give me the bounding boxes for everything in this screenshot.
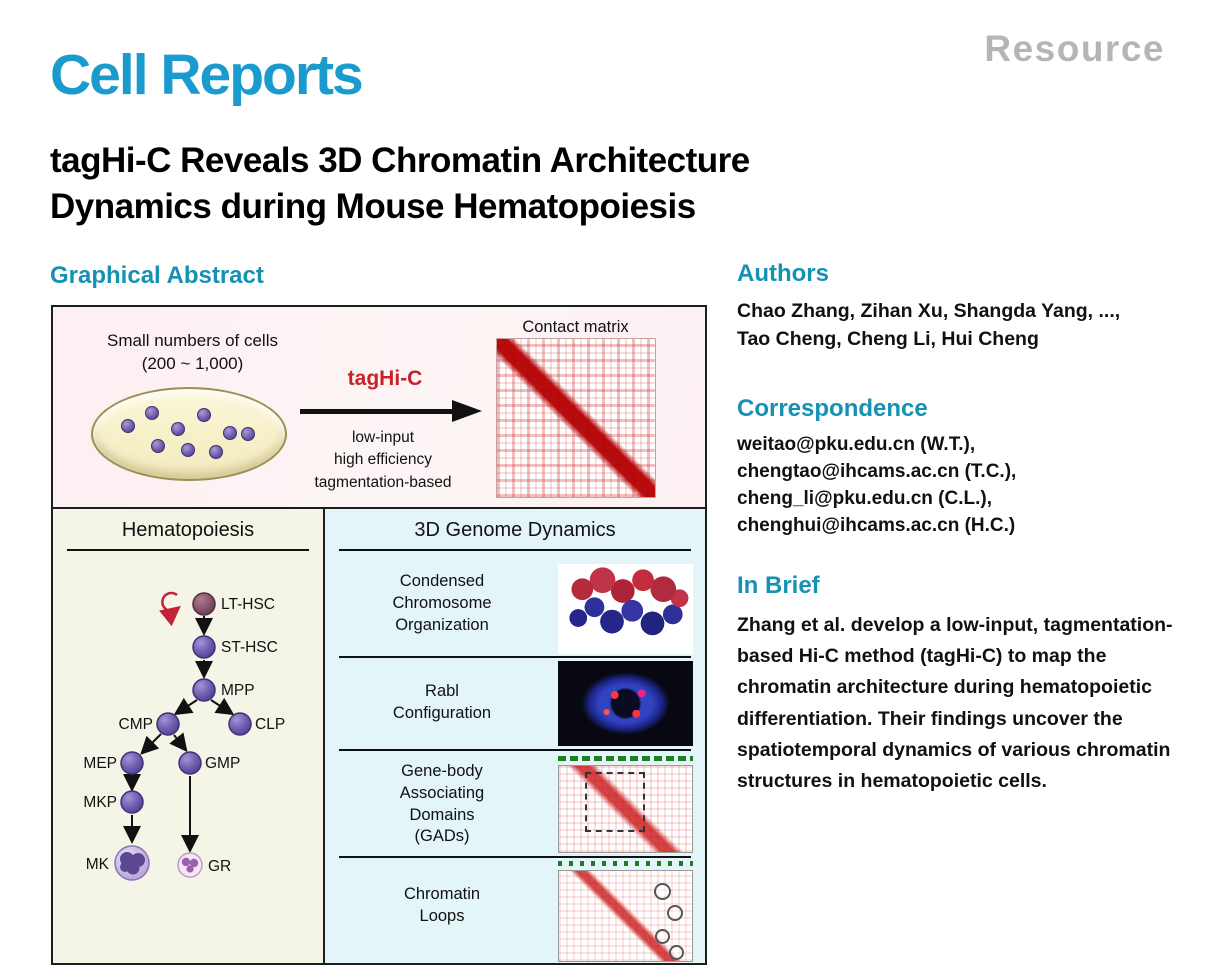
cell-dot bbox=[145, 406, 159, 420]
gr-cell-node bbox=[177, 852, 203, 878]
authors-heading: Authors bbox=[737, 260, 829, 287]
chromatin-loops-image bbox=[558, 870, 693, 962]
cell-dot bbox=[181, 443, 195, 457]
mep-label: MEP bbox=[83, 755, 117, 772]
cell-dot bbox=[241, 427, 255, 441]
graphical-abstract-heading: Graphical Abstract bbox=[50, 262, 264, 289]
gene-track-icon bbox=[558, 861, 693, 866]
cells-count-label: (200 ~ 1,000) bbox=[141, 354, 244, 373]
article-title: tagHi-C Reveals 3D Chromatin Architectur… bbox=[50, 141, 750, 227]
mk-cell-node bbox=[114, 845, 150, 881]
journal-logo: Cell Reports bbox=[50, 43, 364, 107]
st-hsc-node bbox=[192, 635, 216, 659]
lineage-tree-diagram: LT-HSC ST-HSC MPP CMP CLP MEP GMP MKP MK… bbox=[83, 591, 285, 881]
gr-label: GR bbox=[208, 858, 231, 875]
mep-node bbox=[120, 751, 144, 775]
chromatin-loops-label: Chromatin Loops bbox=[403, 885, 481, 925]
lineage-arrows bbox=[123, 616, 235, 853]
loop-circle-icon bbox=[667, 905, 683, 921]
row-divider bbox=[339, 856, 691, 858]
condensed-chromosome-label: Condensed Chromosome Organization bbox=[392, 572, 492, 634]
genome-dynamics-panel: 3D Genome Dynamics Condensed Chromosome … bbox=[323, 507, 705, 963]
cells-label: Small numbers of cells bbox=[106, 331, 278, 350]
lt-hsc-node bbox=[192, 592, 216, 616]
cell-dot bbox=[209, 445, 223, 459]
clp-label: CLP bbox=[255, 716, 285, 733]
authors-names: Chao Zhang, Zihan Xu, Shangda Yang, ...,… bbox=[737, 300, 1121, 350]
chromosome-organization-image bbox=[558, 564, 693, 654]
cmp-label: CMP bbox=[119, 716, 153, 733]
correspondence-email: cheng_li@pku.edu.cn (C.L.), bbox=[737, 488, 992, 509]
method-properties-label: low-input high efficiency tagmentation-b… bbox=[314, 429, 452, 491]
in-brief-heading: In Brief bbox=[737, 572, 820, 599]
clp-node bbox=[228, 712, 252, 736]
loop-circle-icon bbox=[654, 883, 671, 900]
article-type-label: Resource bbox=[984, 28, 1165, 69]
correspondence-email: weitao@pku.edu.cn (W.T.), bbox=[737, 434, 976, 455]
rabl-configuration-image bbox=[558, 661, 693, 746]
correspondence-email: chengtao@ihcams.ac.cn (T.C.), bbox=[737, 461, 1017, 482]
workflow-panel: Small numbers of cells (200 ~ 1,000) tag… bbox=[53, 307, 705, 507]
row-divider bbox=[339, 749, 691, 751]
mkp-label: MKP bbox=[83, 794, 117, 811]
st-hsc-label: ST-HSC bbox=[221, 639, 278, 656]
loop-circle-icon bbox=[655, 929, 670, 944]
lt-hsc-label: LT-HSC bbox=[221, 596, 275, 613]
taghic-method-label: tagHi-C bbox=[347, 367, 423, 390]
mpp-label: MPP bbox=[221, 682, 255, 699]
contact-matrix-image bbox=[496, 338, 656, 498]
workflow-arrow-icon bbox=[300, 400, 482, 422]
correspondence-email: chenghui@ihcams.ac.cn (H.C.) bbox=[737, 515, 1016, 536]
mkp-node bbox=[120, 790, 144, 814]
gads-label: Gene-body Associating Domains (GADs) bbox=[399, 762, 485, 846]
cell-dot bbox=[151, 439, 165, 453]
cell-dot bbox=[121, 419, 135, 433]
contact-matrix-label: Contact matrix bbox=[522, 318, 629, 336]
cell-dot bbox=[223, 426, 237, 440]
heading-underline bbox=[339, 549, 691, 551]
petri-dish-illustration bbox=[91, 387, 287, 481]
hematopoiesis-panel: Hematopoiesis bbox=[53, 507, 323, 963]
loop-circle-icon bbox=[669, 945, 684, 960]
gmp-label: GMP bbox=[205, 755, 240, 772]
cell-dot bbox=[171, 422, 185, 436]
in-brief-text: Zhang et al. develop a low-input, tagmen… bbox=[737, 614, 1173, 792]
hematopoiesis-heading: Hematopoiesis bbox=[121, 519, 255, 541]
graphical-abstract-figure: Small numbers of cells (200 ~ 1,000) tag… bbox=[51, 305, 707, 965]
heading-underline bbox=[67, 549, 309, 551]
gad-domain-outline bbox=[585, 772, 645, 832]
mpp-node bbox=[192, 678, 216, 702]
row-divider bbox=[339, 656, 691, 658]
gene-track-icon bbox=[558, 756, 693, 761]
genome-dynamics-heading: 3D Genome Dynamics bbox=[414, 519, 616, 541]
self-renewal-arrow-icon bbox=[159, 591, 181, 627]
cell-dot bbox=[197, 408, 211, 422]
mk-label: MK bbox=[86, 856, 110, 873]
gmp-node bbox=[178, 751, 202, 775]
rabl-configuration-label: Rabl Configuration bbox=[392, 682, 492, 722]
gads-heatmap-image bbox=[558, 765, 693, 853]
correspondence-heading: Correspondence bbox=[737, 395, 928, 422]
cmp-node bbox=[156, 712, 180, 736]
